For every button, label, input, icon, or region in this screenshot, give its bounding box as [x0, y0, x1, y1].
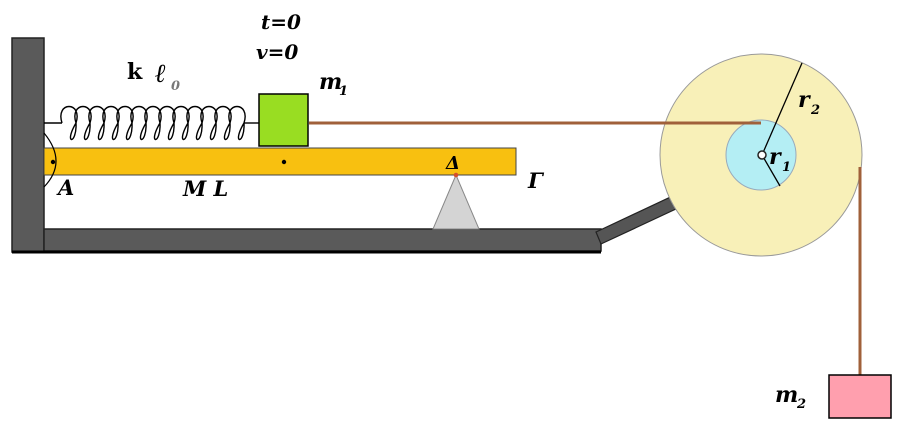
label-radius-outer: r: [798, 87, 811, 113]
label-spring-k: k: [127, 59, 143, 85]
label-mass-2: m: [775, 382, 798, 408]
label-radius-outer-sub: 2: [810, 103, 820, 118]
mass-1-block: [258, 93, 309, 147]
mass-2-block: [828, 374, 892, 419]
label-spring-length-sub: 0: [171, 79, 180, 94]
support-triangle: [432, 173, 480, 230]
label-radius-inner-sub: 1: [782, 160, 791, 175]
label-support: Δ: [445, 153, 460, 174]
pulley-axle: [757, 150, 767, 160]
radius-inner-line: [761, 154, 781, 187]
label-radius-inner: r: [769, 144, 782, 170]
beam: [43, 147, 517, 176]
label-beam-end: Γ: [527, 168, 545, 193]
floor-base: [43, 228, 602, 252]
spring: [44, 106, 259, 141]
wall: [11, 37, 45, 253]
label-mass-1: m: [319, 69, 342, 95]
pivot-a-dot: [50, 159, 56, 165]
label-beam: M L: [182, 176, 228, 201]
radius-outer-line: [761, 62, 803, 156]
label-mass-1-sub: 1: [339, 84, 348, 99]
support-contact-point: [453, 172, 459, 178]
pivot-a-hinge: [43, 132, 57, 188]
label-mass-2-sub: 2: [796, 397, 806, 412]
beam-center-dot: [281, 159, 287, 165]
label-spring-length: ℓ: [155, 59, 166, 89]
label-velocity: v=0: [256, 40, 298, 64]
label-time: t=0: [261, 10, 301, 34]
label-pivot-a: A: [56, 175, 74, 200]
